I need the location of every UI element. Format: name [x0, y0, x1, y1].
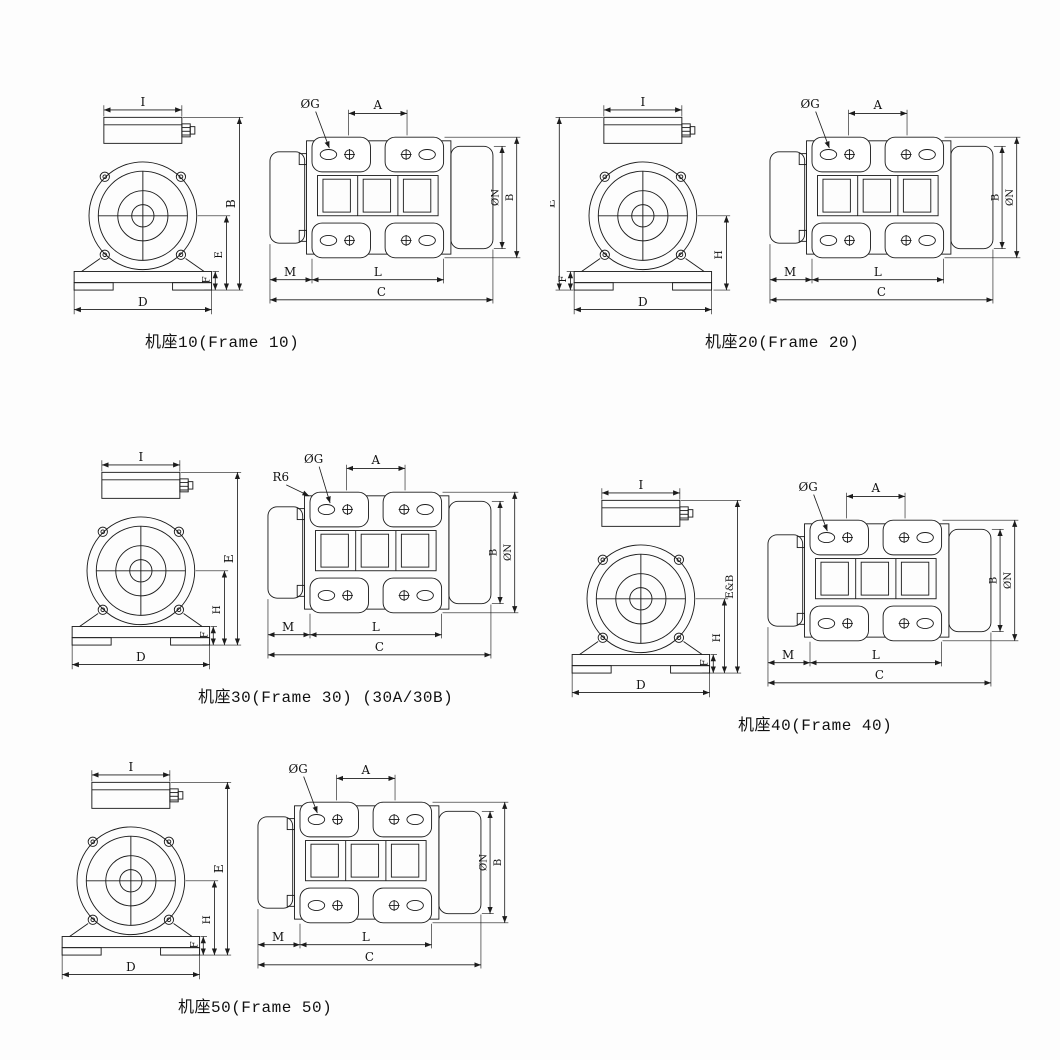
frame50-side-view: A ØG M L C ØN B	[247, 762, 509, 969]
frame10-side-view: A ØG M L C ØN B	[259, 97, 521, 304]
frame30-caption: 机座30(Frame 30) (30A/30B)	[198, 689, 454, 707]
dim-label-on: ØN	[1003, 572, 1014, 589]
frame50-front-view: I D E H F	[38, 760, 232, 980]
dim-label-og: ØG	[289, 762, 308, 776]
dim-label-e: E	[212, 864, 226, 873]
dim-label-m: M	[784, 265, 796, 279]
dim-label-f: F	[558, 275, 569, 282]
frame20-group: I D E F H A ØG	[550, 95, 1024, 352]
dim-label-l: L	[374, 265, 382, 279]
dim-label-e: E	[550, 199, 558, 208]
frame20-caption: 机座20(Frame 20)	[705, 334, 860, 352]
dim-label-f: F	[190, 941, 201, 948]
dim-label-og: ØG	[304, 452, 323, 466]
dim-label-c: C	[375, 640, 384, 654]
dim-label-m: M	[272, 930, 284, 944]
dim-label-d: D	[638, 295, 648, 309]
dim-label-on: ØN	[1005, 189, 1016, 206]
frame10-group: I D B E F A ØG	[50, 95, 524, 352]
dim-label-eb: E&B	[725, 575, 736, 599]
frame40-caption: 机座40(Frame 40)	[738, 717, 893, 735]
frame30-group: I D E H F A ØG	[48, 450, 522, 707]
dim-label-h: H	[202, 915, 213, 924]
frame40-side-view: A ØG M L C B ØN	[757, 480, 1019, 687]
dim-label-a: A	[373, 98, 383, 112]
dim-label-m: M	[282, 620, 294, 634]
dim-label-h: H	[212, 605, 223, 614]
dim-label-on: ØN	[503, 544, 514, 561]
frame30-front-view: I D E H F	[48, 450, 242, 670]
frame20-side-view: A ØG M L C B ØN	[759, 97, 1021, 304]
dim-label-i: I	[138, 450, 143, 464]
dim-label-og: ØG	[301, 97, 320, 111]
dim-label-l: L	[874, 265, 882, 279]
frame50-group: I D E H F A ØG	[38, 760, 512, 1017]
frame50-caption: 机座50(Frame 50)	[178, 999, 333, 1017]
dim-label-c: C	[377, 285, 386, 299]
dim-label-on: ØN	[478, 854, 489, 871]
dim-label-i: I	[128, 760, 133, 774]
dim-label-f: F	[202, 276, 213, 283]
dim-label-e: E	[222, 554, 236, 563]
frame30-side-view: A ØG R6 M L C B ØN	[257, 452, 519, 659]
dim-label-f: F	[200, 631, 211, 638]
dim-label-b: B	[224, 199, 238, 208]
frame40-front-view: I D E&B H F	[548, 478, 742, 698]
dim-label-i: I	[638, 478, 643, 492]
dim-label-b-side: B	[488, 549, 499, 556]
dim-label-c: C	[875, 668, 884, 682]
dim-label-d: D	[138, 295, 148, 309]
dim-label-i: I	[140, 95, 145, 109]
dim-label-r6: R6	[273, 470, 289, 484]
dim-label-a: A	[371, 453, 381, 467]
frame20-front-view: I D E F H	[550, 95, 731, 315]
dim-label-og: ØG	[801, 97, 820, 111]
dim-label-d: D	[136, 650, 146, 664]
dim-label-m: M	[284, 265, 296, 279]
dim-label-m: M	[782, 648, 794, 662]
dim-label-h: H	[712, 633, 723, 642]
dim-label-e: E	[214, 251, 225, 258]
dim-label-og: ØG	[799, 480, 818, 494]
dim-label-i: I	[640, 95, 645, 109]
dim-label-a: A	[361, 763, 371, 777]
dim-label-d: D	[636, 678, 646, 692]
dim-label-c: C	[877, 285, 886, 299]
dim-label-b-side: B	[988, 577, 999, 584]
dim-label-b-side: B	[505, 194, 516, 201]
dim-label-f: F	[700, 659, 711, 666]
dim-label-b-side: B	[990, 194, 1001, 201]
dim-label-h: H	[714, 250, 725, 259]
dim-label-l: L	[372, 620, 380, 634]
dim-label-l: L	[362, 930, 370, 944]
dim-label-d: D	[126, 960, 136, 974]
dim-label-l: L	[872, 648, 880, 662]
dim-label-on: ØN	[490, 189, 501, 206]
dim-label-c: C	[365, 950, 374, 964]
dim-label-a: A	[873, 98, 883, 112]
frame40-group: I D E&B H F A ØG	[548, 478, 1022, 735]
frame10-front-view: I D B E F	[50, 95, 244, 315]
frame10-caption: 机座10(Frame 10)	[145, 334, 300, 352]
dim-label-a: A	[871, 481, 881, 495]
dim-label-b-side: B	[493, 859, 504, 866]
